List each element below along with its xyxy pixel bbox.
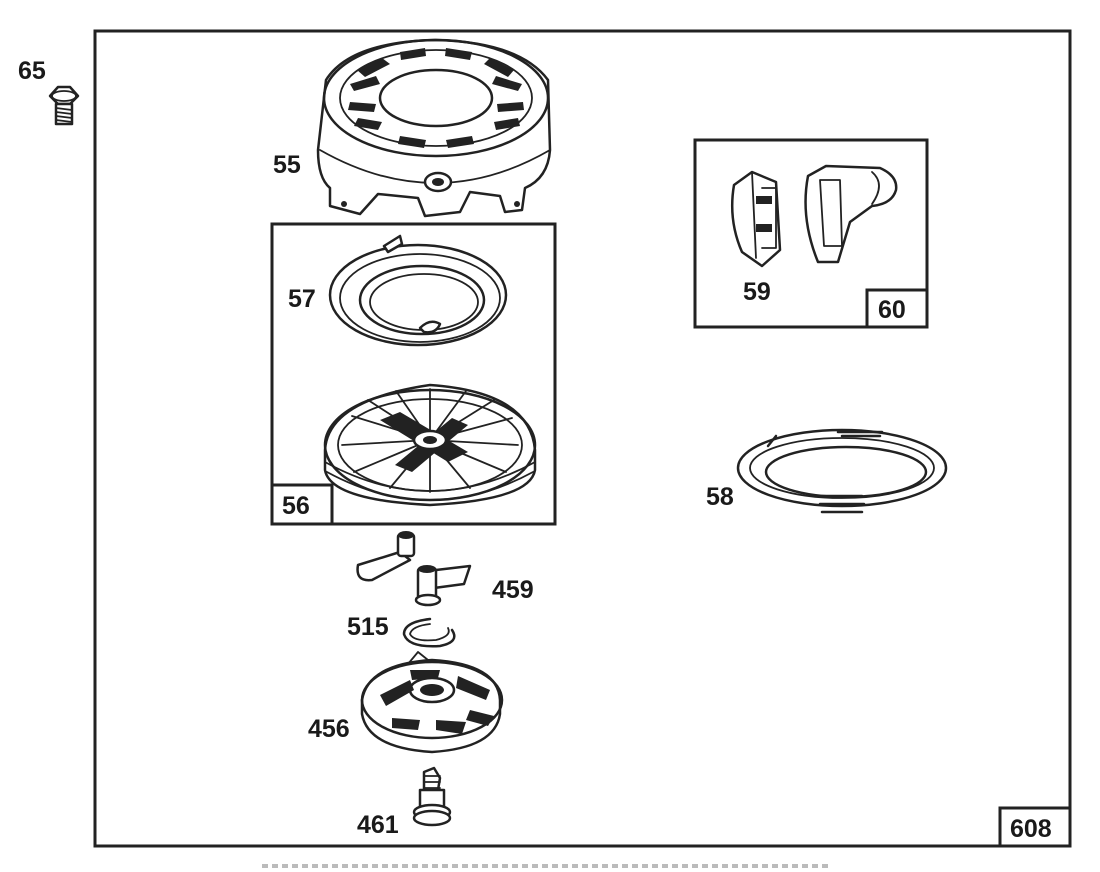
part-59-grip-insert (730, 170, 782, 268)
part-515-retainer-ring (402, 617, 456, 648)
part-459-ratchet-dog (356, 531, 472, 607)
label-57: 57 (288, 285, 316, 313)
part-56-starter-pulley (323, 383, 537, 507)
assembly-frame (93, 29, 1072, 848)
kit-56-box (270, 222, 557, 526)
label-58: 58 (706, 483, 734, 511)
part-57-rewind-spring (328, 234, 508, 347)
label-55: 55 (273, 151, 301, 179)
label-456: 456 (308, 715, 350, 743)
part-456-starter-cup (360, 651, 504, 754)
kit-56-tag (270, 483, 334, 526)
part-58-starter-rope (736, 428, 948, 514)
label-59: 59 (743, 278, 771, 306)
kit-608-tag (998, 806, 1072, 848)
part-60-starter-handle (804, 164, 898, 264)
label-60: 60 (878, 296, 906, 324)
label-56: 56 (282, 492, 310, 520)
label-608: 608 (1010, 815, 1052, 843)
kit-60-box (693, 138, 929, 329)
kit-60-tag (865, 288, 929, 329)
label-459: 459 (492, 576, 534, 604)
part-461-shoulder-screw (412, 766, 452, 827)
part-65-screw (48, 85, 80, 126)
label-515: 515 (347, 613, 389, 641)
label-65: 65 (18, 57, 46, 85)
part-55-starter-housing (316, 38, 552, 218)
label-461: 461 (357, 811, 399, 839)
